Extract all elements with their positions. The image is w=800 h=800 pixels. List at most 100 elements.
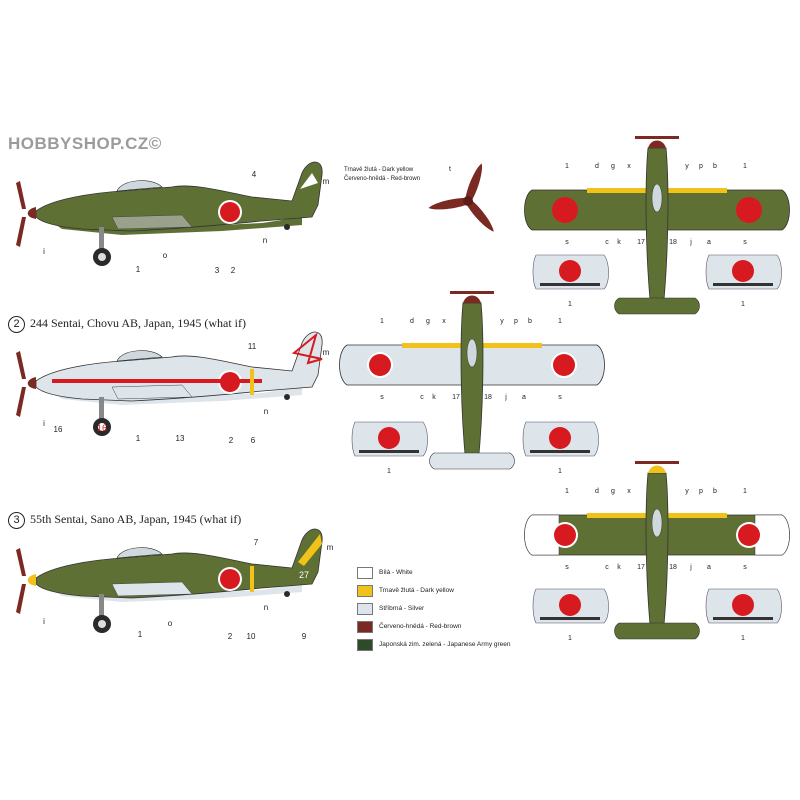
plan-1-bottom-1: c bbox=[605, 239, 609, 246]
plan-2-bottom-1: c bbox=[420, 394, 424, 401]
wheel-hub bbox=[98, 253, 106, 261]
plan-3-top-4: y bbox=[685, 488, 689, 495]
hinomaru bbox=[220, 569, 240, 589]
side-profile-1 bbox=[16, 161, 323, 266]
prop-blades bbox=[635, 461, 679, 464]
tailplane bbox=[614, 297, 700, 315]
canopy bbox=[651, 183, 663, 213]
id-band bbox=[250, 369, 254, 395]
wing-underside-3: 1 bbox=[351, 421, 428, 475]
plan-2-top-6: b bbox=[528, 318, 532, 325]
tail-wheel bbox=[284, 224, 290, 230]
callout-2-6: n bbox=[264, 407, 268, 416]
plan-2-bottom-3: 17 bbox=[452, 394, 460, 401]
legend-row-silver: Stříbrná - Silver bbox=[357, 600, 511, 617]
legend-text-silver: Stříbrná - Silver bbox=[379, 605, 425, 612]
prop-blade-top bbox=[16, 181, 26, 209]
plan-3-top-7: 1 bbox=[743, 488, 747, 495]
hinomaru-0 bbox=[369, 354, 391, 376]
plan-2-bottom-2: k bbox=[432, 394, 436, 401]
legend-swatch-green bbox=[357, 638, 373, 651]
canopy bbox=[116, 180, 163, 192]
wing-root bbox=[111, 581, 193, 597]
plan-1-top-7: 1 bbox=[743, 163, 747, 170]
spinner bbox=[27, 574, 36, 586]
scheme-2-number: 2 bbox=[8, 316, 25, 333]
callout-1-1: 1 bbox=[136, 265, 141, 274]
hinomaru bbox=[220, 202, 240, 222]
legend-swatch-yellow bbox=[357, 584, 373, 597]
legend-row-green: Japonská zim. zelená - Japanese Army gre… bbox=[357, 636, 511, 653]
callout-2-4: 2 bbox=[229, 436, 234, 445]
prop-blade-top bbox=[16, 548, 26, 576]
callout-3-1: 1 bbox=[138, 630, 143, 639]
plan-3-bottom-2: k bbox=[617, 564, 621, 571]
wing-underside-1: 1 bbox=[532, 254, 609, 308]
flap-line bbox=[713, 617, 773, 620]
plan-3-top-1: d bbox=[595, 488, 599, 495]
prop-blade-1 bbox=[465, 199, 494, 232]
prop-blade-bottom bbox=[16, 217, 26, 247]
hinomaru bbox=[549, 427, 571, 449]
flap-line bbox=[713, 283, 773, 286]
scheme-3-number: 3 bbox=[8, 512, 25, 529]
tail-number: 27 bbox=[299, 570, 309, 580]
wing-underside-group: 1 1 1 1 1 1 bbox=[351, 254, 782, 642]
prop-blade-2 bbox=[428, 198, 469, 210]
canopy bbox=[466, 338, 478, 368]
gear-strut bbox=[99, 594, 104, 620]
plan-2-top-4: y bbox=[500, 318, 504, 325]
plan-2-top-7: 1 bbox=[558, 318, 562, 325]
callout-3-tail-a: 7 bbox=[254, 538, 259, 547]
spinner bbox=[27, 377, 36, 389]
plan-2-bottom-7: s bbox=[558, 394, 562, 401]
wing-underside-4: 1 bbox=[522, 421, 599, 475]
hinomaru-1 bbox=[553, 354, 575, 376]
fuselage bbox=[645, 472, 669, 636]
wingtip-left bbox=[524, 514, 560, 556]
fuselage bbox=[645, 147, 669, 311]
plan-2-bottom-6: a bbox=[522, 394, 526, 401]
side-profile-2: 16 bbox=[16, 331, 323, 436]
plan-2-top-3: x bbox=[442, 318, 446, 325]
plan-1-bottom-7: s bbox=[743, 239, 747, 246]
legend-text-white: Bílá - White bbox=[379, 569, 413, 576]
plan-1-top-5: p bbox=[699, 163, 703, 170]
canopy bbox=[116, 350, 163, 362]
tail-emblem bbox=[291, 332, 323, 365]
hinomaru bbox=[732, 594, 754, 616]
legend-text-redbrown: Červeno-hnědá - Red-brown bbox=[379, 623, 462, 630]
hinomaru bbox=[559, 260, 581, 282]
wing-root bbox=[111, 214, 193, 230]
tail-wheel bbox=[284, 394, 290, 400]
flap-line bbox=[530, 450, 590, 453]
legend-text-green: Japonská zim. zelená - Japanese Army gre… bbox=[379, 641, 511, 648]
canopy bbox=[116, 547, 163, 559]
plan-2-bottom-5: j bbox=[504, 394, 507, 401]
tail-emblem bbox=[298, 534, 322, 566]
id-band bbox=[250, 566, 254, 592]
callout-2-tail-a: 11 bbox=[248, 342, 257, 351]
prop-blade-bottom bbox=[16, 387, 26, 417]
callout-2-1: 16 bbox=[54, 425, 63, 434]
callout-1-tail-a: 4 bbox=[252, 170, 257, 179]
plan-3-bottom-1: c bbox=[605, 564, 609, 571]
color-legend: Bílá - White Trnavě žlutá - Dark yellow … bbox=[357, 564, 511, 654]
wing-underside-6: 1 bbox=[705, 588, 782, 642]
canopy bbox=[651, 508, 663, 538]
wing-callout: 1 bbox=[741, 301, 745, 308]
plan-1-top-0: 1 bbox=[565, 163, 569, 170]
callout-3-6: n bbox=[264, 603, 268, 612]
wing-callout: 1 bbox=[568, 635, 572, 642]
hinomaru-0 bbox=[554, 199, 576, 221]
wheel-code: 16 bbox=[97, 423, 107, 433]
wheel-hub bbox=[98, 423, 106, 431]
prop-blades bbox=[450, 291, 494, 294]
propeller-labels: Trnavě žlutá - Dark yellow Červeno-hnědá… bbox=[344, 166, 420, 184]
plan-1-bottom-3: 17 bbox=[637, 239, 645, 246]
